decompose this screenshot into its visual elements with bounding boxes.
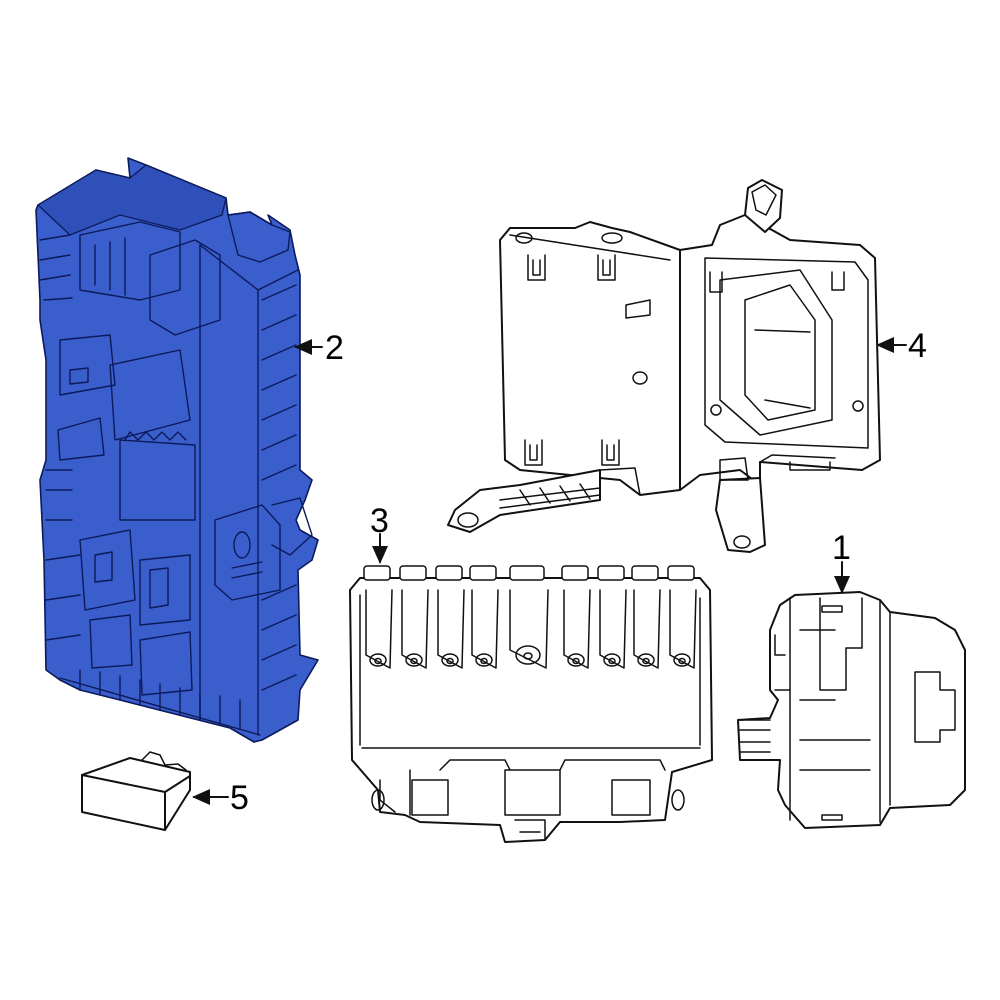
part-3-fuse-block[interactable] — [349, 565, 713, 843]
callout-5: 5 — [192, 779, 249, 817]
callout-4: 4 — [876, 327, 927, 365]
part-2-junction-box-housing[interactable] — [35, 157, 319, 743]
callout-label-5: 5 — [230, 779, 249, 817]
callout-label-4: 4 — [908, 327, 927, 365]
callout-2: 2 — [294, 329, 344, 367]
part-4-mounting-bracket[interactable] — [447, 179, 881, 553]
part-5-relay[interactable] — [81, 751, 191, 831]
callout-label-3: 3 — [370, 502, 389, 540]
callout-label-2: 2 — [325, 329, 344, 367]
callout-3: 3 — [370, 502, 389, 564]
callout-label-1: 1 — [832, 529, 851, 567]
callout-1: 1 — [832, 529, 851, 594]
part-1-control-module[interactable] — [737, 591, 966, 829]
